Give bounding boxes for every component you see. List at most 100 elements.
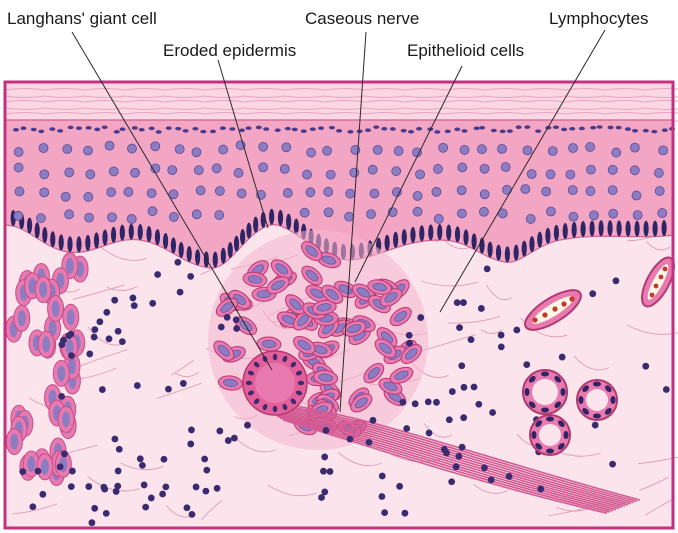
- granule: [301, 129, 307, 133]
- granule: [13, 128, 19, 132]
- basal-nucleus: [661, 220, 666, 236]
- nucleus: [434, 214, 443, 223]
- basal-nucleus: [522, 241, 527, 257]
- nucleus: [40, 188, 49, 197]
- granule: [347, 130, 353, 134]
- lymphocyte: [488, 476, 495, 483]
- basal-nucleus: [598, 220, 603, 236]
- nucleus: [324, 208, 333, 217]
- basal-nucleus: [437, 224, 442, 240]
- granule: [590, 126, 596, 130]
- basal-nucleus: [563, 223, 568, 239]
- lymphocyte: [148, 495, 155, 502]
- nucleus: [586, 142, 595, 151]
- basal-nucleus: [529, 236, 534, 252]
- basal-nucleus: [402, 229, 407, 245]
- nucleus: [215, 211, 224, 220]
- labels: Langhans' giant cell Eroded epidermis Ca…: [7, 9, 649, 60]
- nucleus: [194, 166, 203, 175]
- nucleus: [373, 145, 382, 154]
- lymphocyte: [406, 332, 413, 339]
- granule: [192, 127, 198, 131]
- lymphocyte: [378, 493, 385, 500]
- nucleus: [432, 187, 441, 196]
- nucleus: [234, 168, 243, 177]
- lymphocyte: [231, 435, 238, 442]
- nucleus: [658, 209, 667, 218]
- granule: [474, 127, 480, 131]
- nucleus: [546, 207, 555, 216]
- nucleus: [300, 208, 309, 217]
- nucleus: [147, 189, 156, 198]
- nucleus: [457, 186, 466, 195]
- basal-nucleus: [129, 224, 134, 240]
- nucleus: [196, 186, 205, 195]
- lymphocyte: [433, 399, 440, 406]
- basal-nucleus: [234, 236, 239, 252]
- nucleus: [416, 170, 425, 179]
- basal-nucleus: [171, 237, 176, 253]
- lymphocyte: [446, 416, 453, 423]
- lymphocyte: [85, 483, 92, 490]
- granule: [263, 127, 269, 131]
- granule: [381, 127, 387, 131]
- lymphocyte: [609, 461, 616, 468]
- nucleus: [283, 188, 292, 197]
- lymphocyte: [453, 463, 460, 470]
- lymphocyte: [506, 473, 513, 480]
- basal-nucleus: [76, 236, 81, 252]
- nucleus: [40, 170, 49, 179]
- nucleus: [498, 144, 507, 153]
- nucleus: [586, 165, 595, 174]
- bundle-cell: [63, 304, 79, 330]
- nucleus: [192, 148, 201, 157]
- granule: [139, 128, 145, 132]
- lymphocyte: [592, 422, 599, 429]
- lymphocyte: [537, 486, 544, 493]
- nucleus: [14, 211, 23, 220]
- lymphocyte: [119, 338, 126, 345]
- granule: [318, 126, 324, 130]
- granule: [329, 126, 335, 130]
- nucleus: [608, 165, 617, 174]
- bundle-cell: [37, 454, 53, 480]
- nucleus: [546, 170, 555, 179]
- nucleus: [480, 190, 489, 199]
- lymphocyte: [347, 436, 354, 443]
- lymphocyte: [233, 325, 240, 332]
- granule: [94, 128, 100, 132]
- nucleus: [370, 189, 379, 198]
- basal-nucleus: [35, 222, 40, 238]
- nucleus: [346, 189, 355, 198]
- granule: [553, 125, 559, 129]
- basal-nucleus: [67, 236, 72, 252]
- nucleus: [14, 163, 23, 172]
- lymphocyte: [426, 430, 433, 437]
- lymphocyte: [471, 384, 478, 391]
- nucleus: [394, 146, 403, 155]
- basal-nucleus: [616, 220, 621, 236]
- granule: [156, 130, 162, 134]
- granule: [625, 127, 631, 131]
- granule: [183, 129, 189, 133]
- label-caseous-nerve: Caseous nerve: [305, 9, 419, 28]
- lymphocyte: [35, 468, 42, 475]
- nucleus: [215, 187, 224, 196]
- bundle-cell: [58, 406, 74, 432]
- granule: [416, 127, 422, 131]
- nucleus: [324, 187, 333, 196]
- lymphocyte: [425, 398, 432, 405]
- lymphocyte: [115, 468, 122, 475]
- nucleus: [65, 168, 74, 177]
- lymphocyte: [589, 290, 596, 297]
- lymphocyte: [58, 393, 65, 400]
- lymphocyte: [137, 455, 144, 462]
- nucleus: [14, 148, 23, 157]
- basal-nucleus: [27, 217, 32, 233]
- bundle-cell: [6, 429, 22, 455]
- lymphocyte: [214, 485, 221, 492]
- lymphocyte: [244, 422, 251, 429]
- lymphocyte: [454, 299, 461, 306]
- bundle-cell: [53, 360, 69, 386]
- nucleus: [548, 147, 557, 156]
